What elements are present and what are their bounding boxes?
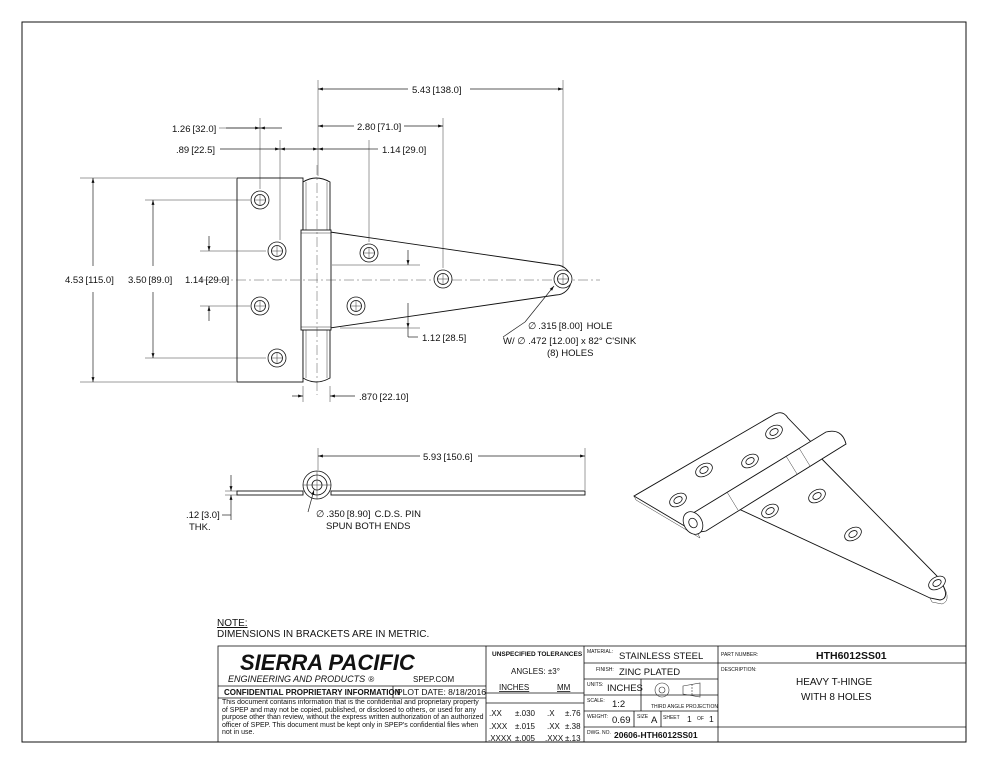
- countersunk-hole: [250, 190, 270, 210]
- company-subtitle: ENGINEERING AND PRODUCTS®: [228, 674, 374, 684]
- iso-hole: [765, 424, 783, 440]
- dim-hole-offset-a: 1.26[32.0]: [172, 124, 216, 135]
- drawing-number: 20606-HTH6012SS01: [614, 730, 698, 740]
- units-label: UNITS:: [587, 682, 603, 688]
- dim-strap-width: 1.12[28.5]: [422, 333, 466, 344]
- title-block: [217, 645, 967, 743]
- svg-text:.XXX: .XXX: [489, 722, 508, 731]
- countersunk-hole: [433, 269, 453, 289]
- hole-callout-line2: W/ ∅ .472 [12.00] x 82° C'SINK: [503, 336, 637, 347]
- pin-callout-line1: ∅.350[8.90]C.D.S. PIN: [316, 509, 421, 520]
- sheet-number: 1: [687, 714, 692, 724]
- plot-date: PLOT DATE: 8/18/2016: [397, 687, 486, 697]
- description-line2: WITH 8 HOLES: [801, 692, 872, 703]
- projection-label: THIRD ANGLE PROJECTION: [651, 704, 718, 710]
- dim-hole-offset-d: 1.14[29.0]: [382, 145, 426, 156]
- dim-overall-length: 5.43[138.0]: [412, 85, 462, 96]
- drawing-number-label: DWG. NO.: [587, 730, 611, 736]
- size-value: A: [651, 715, 658, 726]
- iso-hole: [695, 462, 713, 478]
- description-label: DESCRIPTION:: [721, 667, 757, 673]
- sheet-of-label: OF: [697, 716, 704, 722]
- front-view: 5.43[138.0] 1.26[32.0] 2.80[71.0] .89[22…: [65, 80, 637, 403]
- svg-text:.XX: .XX: [547, 722, 561, 731]
- svg-text:.XX: .XX: [489, 709, 503, 718]
- dim-leaf-height: 4.53[115.0]: [65, 275, 114, 286]
- countersunk-hole: [250, 296, 270, 316]
- sheet-total: 1: [709, 714, 714, 724]
- weight-label: WEIGHT:: [587, 714, 608, 720]
- note-heading: NOTE:: [217, 618, 248, 629]
- countersunk-hole: [346, 296, 366, 316]
- countersunk-hole: [359, 243, 379, 263]
- confidential-text: This document contains information that …: [222, 699, 484, 737]
- side-strap: [330, 490, 586, 496]
- finish-value: ZINC PLATED: [619, 667, 680, 678]
- pin-callout-line2: SPUN BOTH ENDS: [326, 521, 410, 532]
- svg-text:±.005: ±.005: [515, 734, 536, 743]
- size-label: SIZE: [637, 714, 649, 720]
- dim-knuckle-width: .870[22.10]: [359, 392, 409, 403]
- finish-label: FINISH:: [596, 667, 614, 673]
- svg-text:±.030: ±.030: [515, 709, 536, 718]
- countersunk-hole: [267, 241, 287, 261]
- part-number-label: PART NUMBER:: [721, 652, 758, 658]
- iso-hole: [928, 575, 946, 591]
- iso-hole: [669, 492, 687, 508]
- svg-text:.XXX: .XXX: [545, 734, 564, 743]
- tolerances-heading: UNSPECIFIED TOLERANCES: [492, 651, 583, 658]
- tolerances-inches-label: INCHES: [499, 683, 529, 692]
- svg-text:±.76: ±.76: [565, 709, 581, 718]
- svg-text:±.38: ±.38: [565, 722, 581, 731]
- weight-value: 0.69: [612, 715, 631, 726]
- tolerance-row: .XX ±.030 .X ±.76: [489, 709, 581, 718]
- iso-hole: [808, 488, 826, 504]
- tolerance-row: .XXX ±.015 .XX ±.38: [489, 722, 581, 731]
- dim-hole-offset-b: 2.80[71.0]: [357, 122, 401, 133]
- side-leaf: [236, 490, 304, 496]
- material-value: STAINLESS STEEL: [619, 651, 703, 662]
- company-name: SIERRA PACIFIC: [240, 650, 416, 675]
- hole-callout-line1: ∅.315[8.00]HOLE: [528, 321, 612, 332]
- dim-hole-span: 3.50[89.0]: [128, 275, 172, 286]
- svg-text:.XXXX: .XXXX: [488, 734, 512, 743]
- confidential-label: CONFIDENTIAL PROPRIETARY INFORMATION: [224, 688, 401, 697]
- scale-label: SCALE:: [587, 698, 605, 704]
- third-angle-projection-icon: [654, 682, 701, 698]
- countersunk-hole: [267, 348, 287, 368]
- dim-thickness-label: THK.: [189, 522, 211, 533]
- iso-hole: [844, 526, 862, 542]
- iso-hole: [761, 503, 779, 519]
- company-website: SPEP.COM: [413, 675, 455, 684]
- dim-thickness: .12[3.0]: [186, 510, 220, 521]
- tolerances-mm-label: MM: [557, 683, 571, 692]
- hole-callout-line3: (8) HOLES: [547, 348, 593, 359]
- sheet-label: SHEET: [663, 715, 680, 721]
- scale-value: 1:2: [612, 699, 625, 710]
- iso-hole: [741, 453, 759, 469]
- svg-text:.X: .X: [547, 709, 555, 718]
- description-line1: HEAVY T-HINGE: [796, 677, 872, 688]
- svg-text:±.015: ±.015: [515, 722, 536, 731]
- tolerances-angles: ANGLES: ±3°: [511, 667, 560, 676]
- units-value: INCHES: [607, 683, 643, 694]
- material-label: MATERIAL:: [587, 649, 613, 655]
- note-text: DIMENSIONS IN BRACKETS ARE IN METRIC.: [217, 629, 429, 640]
- svg-text:±.13: ±.13: [565, 734, 581, 743]
- countersunk-hole: [553, 269, 573, 289]
- part-number: HTH6012SS01: [816, 650, 887, 662]
- dim-strap-length: 5.93[150.6]: [423, 452, 473, 463]
- dim-hole-offset-c: .89[22.5]: [176, 145, 215, 156]
- side-view: 5.93[150.6] .12[3.0] THK. ∅.350[8.90]C.D…: [186, 448, 586, 533]
- isometric-view: [633, 412, 948, 605]
- dim-hole-pitch: 1.14[29.0]: [185, 275, 229, 286]
- tolerance-row: .XXXX ±.005 .XXX ±.13: [488, 734, 581, 743]
